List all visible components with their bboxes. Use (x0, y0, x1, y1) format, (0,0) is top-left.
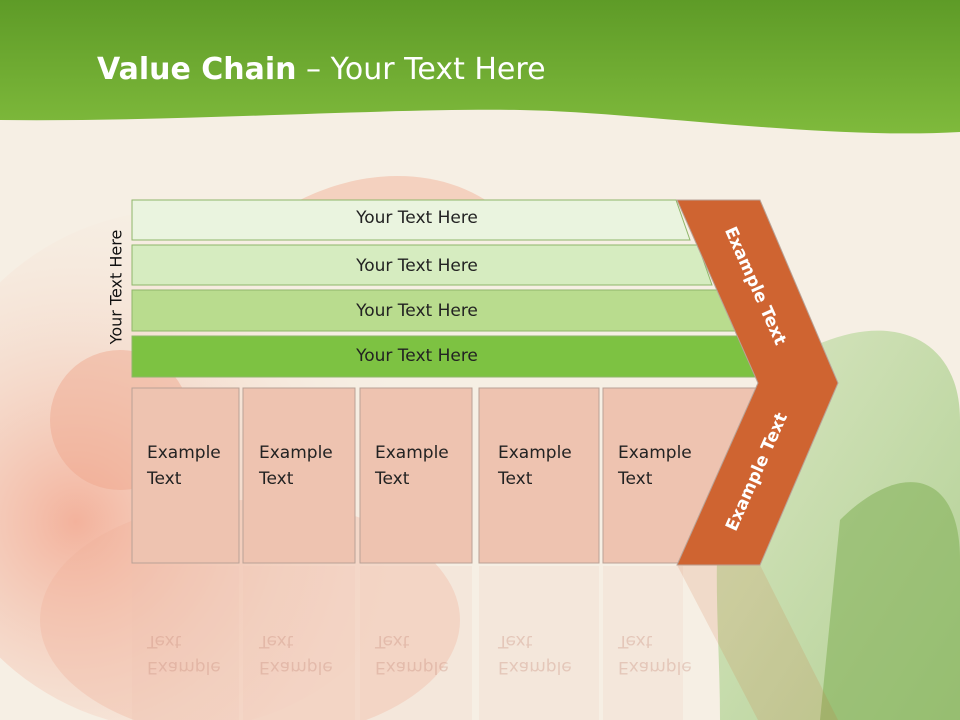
header-band (0, 0, 960, 134)
bar-label-4: Your Text Here (356, 346, 478, 366)
bar-label-2: Your Text Here (356, 256, 478, 276)
box-reflection-shape-4 (479, 566, 599, 720)
boxes-group (131, 387, 764, 720)
side-label: Your Text Here (106, 229, 126, 345)
title-bold: Value Chain (97, 52, 297, 87)
bar-label-1: Your Text Here (356, 208, 478, 228)
box-reflection-shape-2 (243, 566, 355, 720)
slide-title: Value Chain – Your Text Here (97, 52, 546, 87)
bar-1 (131, 199, 691, 241)
box-reflection-shape-1 (132, 566, 239, 720)
bar-2 (131, 244, 713, 286)
title-rest: – Your Text Here (296, 52, 546, 87)
activity-box-4 (478, 387, 600, 564)
activity-box-2 (242, 387, 356, 564)
box-reflection-shape-5 (603, 566, 683, 720)
activity-box-3 (359, 387, 473, 564)
bar-label-3: Your Text Here (356, 301, 478, 321)
box-reflection-shape-3 (360, 566, 472, 720)
activity-box-1 (131, 387, 240, 564)
value-chain-chevron (676, 199, 839, 566)
